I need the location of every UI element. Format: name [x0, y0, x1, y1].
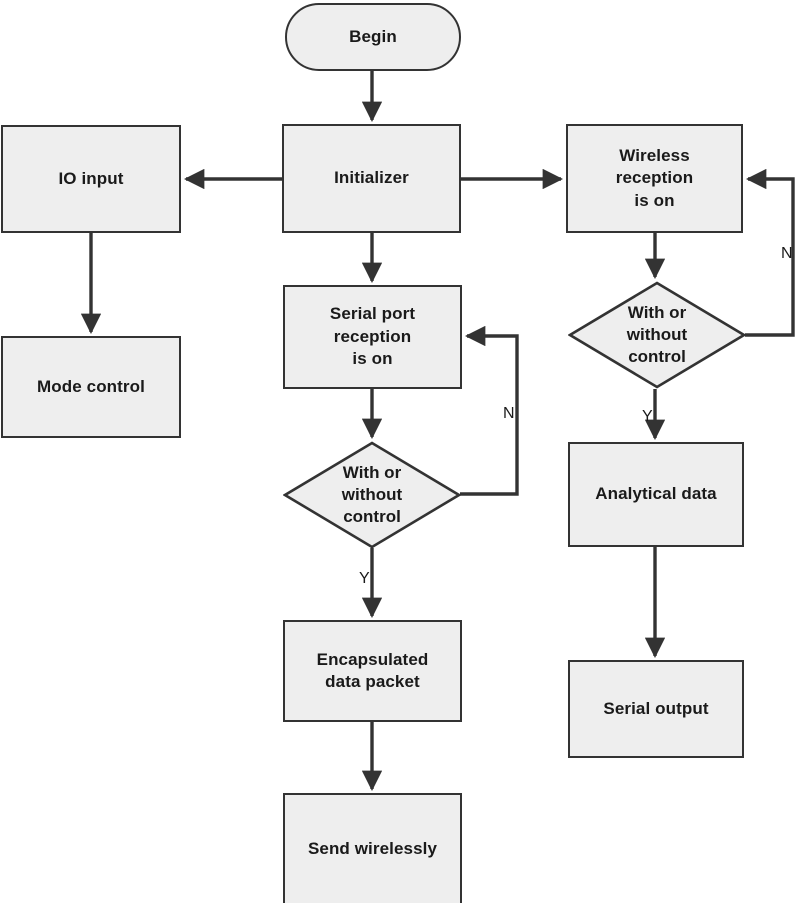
node-serial-port-reception-label: Serial port reception is on	[329, 304, 416, 369]
node-serial-port-reception[interactable]: Serial port reception is on	[283, 285, 462, 389]
node-io-input[interactable]: IO input	[1, 125, 181, 233]
node-decision-wireless[interactable]: With or without control	[568, 281, 746, 389]
node-io-input-label: IO input	[58, 168, 124, 188]
edge-label-wireless-yes: Y	[642, 408, 653, 425]
edge-label-serial-yes: Y	[359, 570, 370, 587]
node-send-wirelessly[interactable]: Send wirelessly	[283, 793, 462, 903]
node-wireless-reception[interactable]: Wireless reception is on	[566, 124, 743, 233]
node-send-wirelessly-label: Send wirelessly	[307, 838, 438, 858]
node-analytical-data[interactable]: Analytical data	[568, 442, 744, 547]
node-mode-control-label: Mode control	[37, 376, 145, 396]
node-wireless-reception-label: Wireless reception is on	[615, 145, 694, 210]
node-serial-output[interactable]: Serial output	[568, 660, 744, 758]
edge-label-wireless-no: N	[781, 245, 793, 262]
node-decision-serial[interactable]: With or without control	[283, 441, 461, 549]
node-decision-wireless-label: With or without control	[626, 302, 688, 367]
node-mode-control[interactable]: Mode control	[1, 336, 181, 438]
node-begin[interactable]: Begin	[285, 3, 461, 71]
node-initializer[interactable]: Initializer	[282, 124, 461, 233]
node-serial-output-label: Serial output	[603, 698, 709, 718]
node-analytical-data-label: Analytical data	[595, 484, 717, 504]
edge-label-serial-no: N	[503, 405, 515, 422]
decision-serial-shape	[283, 441, 461, 549]
node-encapsulated-packet[interactable]: Encapsulated data packet	[283, 620, 462, 722]
decision-wireless-shape	[568, 281, 746, 389]
node-decision-serial-label: With or without control	[341, 462, 403, 527]
node-encapsulated-packet-label: Encapsulated data packet	[316, 649, 429, 691]
node-begin-label: Begin	[349, 26, 397, 46]
node-initializer-label: Initializer	[334, 168, 409, 188]
